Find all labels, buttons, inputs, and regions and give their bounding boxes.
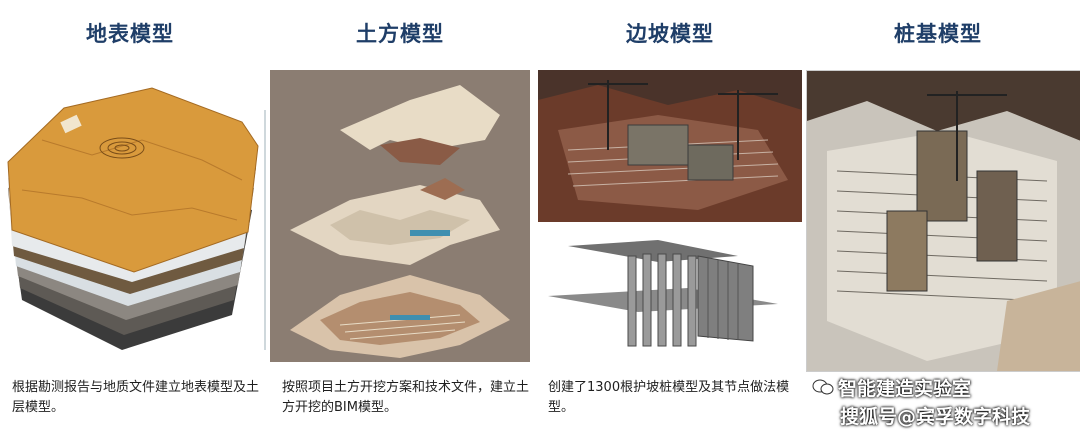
caption-earthwork: 按照项目土方开挖方案和技术文件，建立土方开挖的BIM模型。	[282, 380, 530, 415]
column-title-pile: 桩基模型	[894, 22, 982, 46]
pile-model-image	[806, 70, 1080, 372]
terrain-model-image	[2, 80, 264, 355]
watermark-line1: 智能建造实验室	[838, 378, 972, 400]
column-title-terrain: 地表模型	[86, 22, 174, 46]
watermark-line2: 搜狐号@宾孚数字科技	[840, 406, 1031, 428]
column-divider	[264, 110, 266, 350]
slope-pile-detail-image	[538, 226, 802, 366]
column-title-slope: 边坡模型	[626, 22, 714, 46]
caption-slope: 创建了1300根护坡桩模型及其节点做法模型。	[548, 380, 790, 415]
column-title-earthwork: 土方模型	[356, 22, 444, 46]
wechat-icon	[812, 378, 834, 396]
earthwork-model-image	[270, 70, 530, 362]
caption-terrain: 根据勘测报告与地质文件建立地表模型及土层模型。	[12, 380, 260, 415]
slope-site-image	[538, 70, 802, 222]
